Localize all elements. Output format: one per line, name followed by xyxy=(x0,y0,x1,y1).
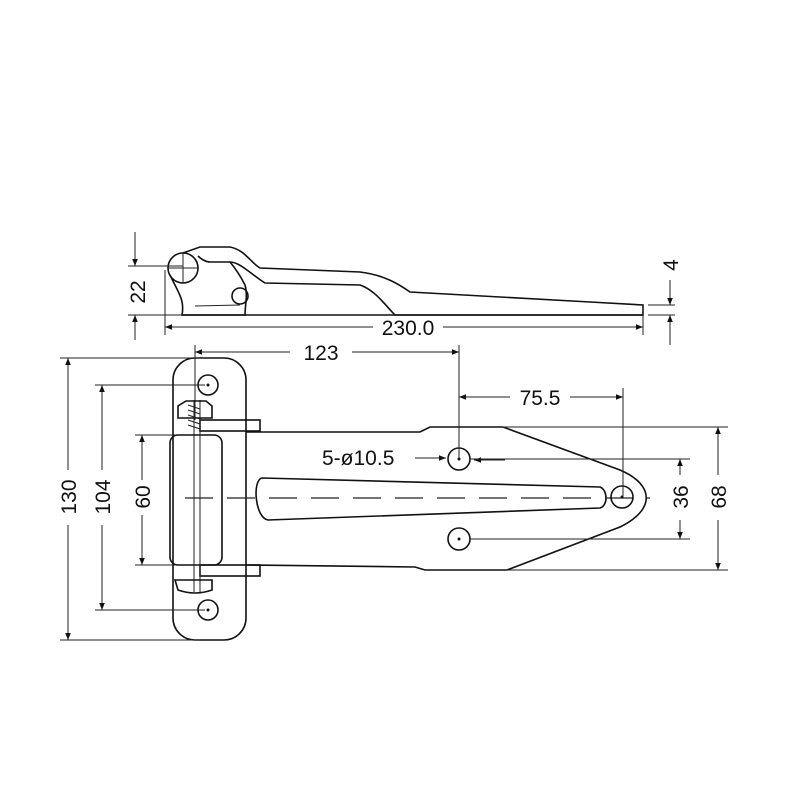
dim-75-5: 75.5 xyxy=(520,387,561,410)
dim-104: 104 xyxy=(92,479,115,514)
knuckle xyxy=(169,434,223,566)
dim-thickness-4: 4 xyxy=(660,259,683,271)
side-view: 22 230.0 4 xyxy=(127,232,683,345)
bolt-head xyxy=(173,579,213,594)
hinge-base-profile xyxy=(169,261,248,316)
hole-callout: 5-ø10.5 xyxy=(322,447,394,470)
dim-36: 36 xyxy=(670,485,693,508)
upper-flange xyxy=(199,419,261,432)
strap-hole-3 xyxy=(610,485,634,509)
strap-leaf xyxy=(245,426,647,571)
dim-length-230: 230.0 xyxy=(382,317,435,340)
strap-slot xyxy=(255,477,607,521)
dim-60: 60 xyxy=(132,485,155,508)
mounting-plate xyxy=(172,357,247,641)
dim-130: 130 xyxy=(58,479,81,514)
nut xyxy=(177,400,213,419)
dim-68: 68 xyxy=(708,485,731,508)
front-view: 123 75.5 5-ø10.5 36 68 130 104 xyxy=(58,342,731,641)
dim-123: 123 xyxy=(303,342,338,365)
hinge-arm-profile xyxy=(182,246,644,316)
dim-height-22: 22 xyxy=(127,280,150,303)
lower-flange xyxy=(199,564,261,577)
